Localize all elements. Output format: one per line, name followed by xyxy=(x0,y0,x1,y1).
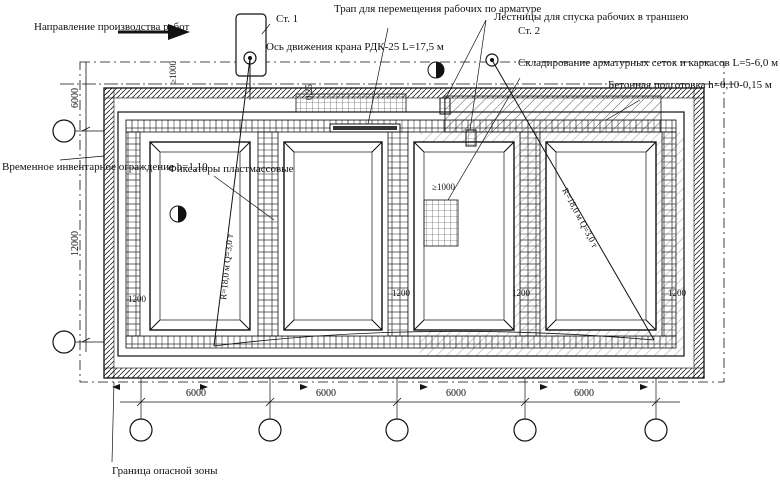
crane-radius-1 xyxy=(213,57,251,347)
storage-label: Складирование арматурных сеток и каркасо… xyxy=(518,57,778,69)
dim-corner-3: 1200 xyxy=(512,288,531,298)
dim-bottom-span: 6000 xyxy=(446,388,466,399)
danger-zone-boundary xyxy=(79,61,725,383)
direction-label: Направление производства работ xyxy=(34,21,189,33)
ladder-walk-label: Трап для перемещения рабочих по арматуре xyxy=(334,3,541,15)
leader-lines xyxy=(59,19,641,463)
mesh-top-stack xyxy=(295,93,407,113)
fence-label: Временное инвентарное ограждение h=1,10 xyxy=(2,161,208,173)
crane-reach-arc xyxy=(213,330,655,347)
dim-top-offset: 6000 xyxy=(70,88,81,108)
crane-st2-label: Ст. 2 xyxy=(518,25,540,37)
concrete-prep-label: Бетонная подготовка h=0,10-0,15 м xyxy=(608,79,772,91)
dimension-bottom xyxy=(120,397,680,407)
dim-min-gap-mid: ≥1000 xyxy=(432,182,455,192)
mesh-stack xyxy=(423,199,459,247)
fixators-label: Фиксаторы пластмассовые xyxy=(168,163,294,175)
section-marker-icon xyxy=(169,205,187,223)
dim-corner-2: 1200 xyxy=(392,288,411,298)
crane-station-1 xyxy=(235,13,267,92)
foundation-walls xyxy=(125,119,677,349)
axis-bubbles-left xyxy=(52,119,104,354)
dim-corner-4: 1200 xyxy=(668,288,687,298)
dim-corner-1: 1200 xyxy=(128,294,147,304)
crane-radius-2 xyxy=(491,59,655,341)
descent-ladders xyxy=(439,97,477,147)
dim-bottom-span: 6000 xyxy=(316,388,336,399)
crane-axis-label: Ось движения крана РДК-25 L=17,5 м xyxy=(266,41,444,53)
foundation-cells xyxy=(149,141,657,331)
dim-bottom-span: 6000 xyxy=(186,388,206,399)
ladder-walkway xyxy=(329,123,401,133)
dim-left-span: 12000 xyxy=(70,231,81,256)
axis-bubbles-bottom xyxy=(129,378,668,442)
dim-small: 0,25 xyxy=(304,84,314,100)
danger-zone-arrows xyxy=(112,384,648,390)
crane-st1-label: Ст. 1 xyxy=(276,13,298,25)
section-marker-icon xyxy=(427,61,445,79)
dimension-left xyxy=(81,62,91,352)
ladders-label: Лестницы для спуска рабочих в траншею xyxy=(494,11,688,23)
dim-min-gap-top: ≥1000 xyxy=(168,61,178,84)
danger-zone-label: Граница опасной зоны xyxy=(112,465,218,477)
direction-arrow xyxy=(118,24,190,40)
dim-bottom-span: 6000 xyxy=(574,388,594,399)
